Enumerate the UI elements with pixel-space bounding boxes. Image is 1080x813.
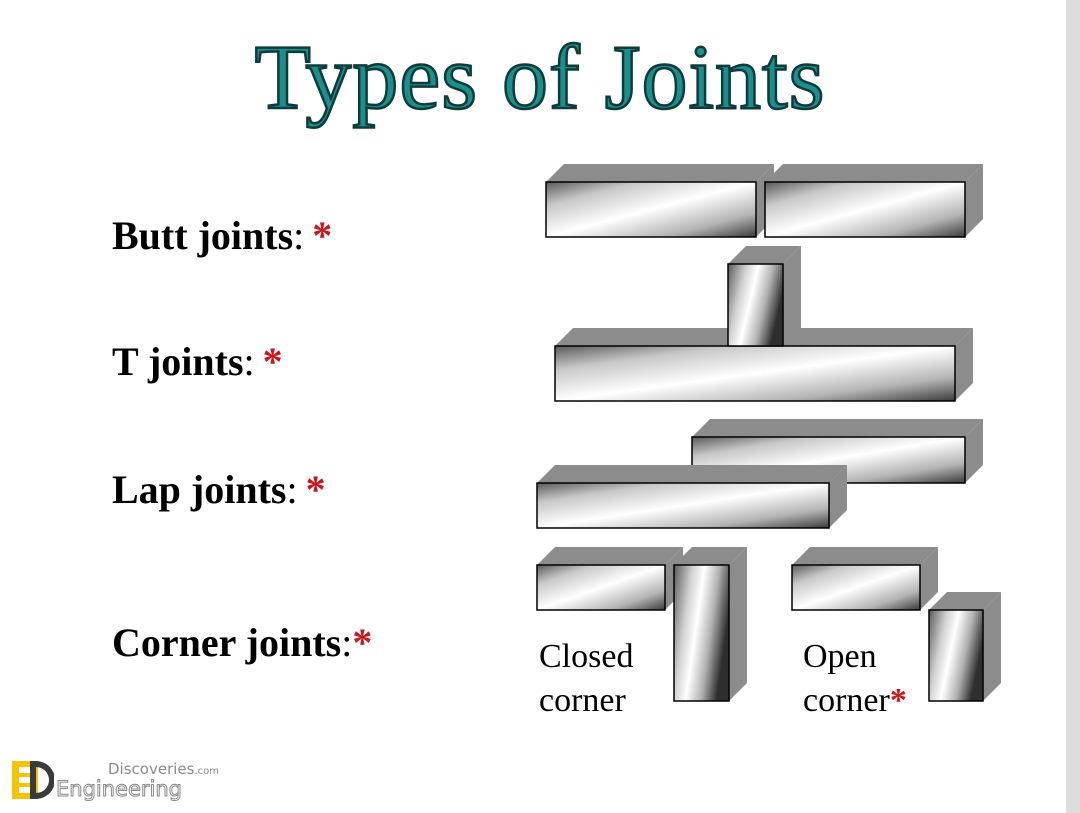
- t-joint-upright-bar: [727, 246, 801, 347]
- lap-joint-bottom-bar: [536, 465, 847, 529]
- closed-corner-diagram: [536, 547, 747, 702]
- watermark-bottom-text: Engineering: [56, 777, 183, 802]
- slide-title: Types of Joints: [253, 25, 826, 130]
- lap-joints-colon: :: [286, 467, 298, 512]
- lap-joint-diagram: [536, 419, 983, 529]
- open-corner-horizontal-bar: [791, 547, 938, 611]
- closed-corner-caption: Closed corner: [539, 635, 633, 723]
- corner-joints-colon: :: [341, 620, 353, 665]
- open-corner-asterisk: *: [889, 682, 907, 719]
- open-corner-vertical-bar: [928, 592, 1001, 702]
- ed-logo-icon: [12, 761, 54, 799]
- corner-joints-asterisk: *: [352, 620, 373, 665]
- t-joints-colon: :: [243, 339, 255, 384]
- open-corner-caption: Open corner*: [803, 635, 907, 723]
- page-right-border: [1066, 0, 1080, 813]
- lap-joints-label: Lap joints:*: [112, 466, 326, 514]
- closed-corner-horizontal-bar: [536, 547, 683, 611]
- t-joints-label: T joints:*: [112, 338, 283, 386]
- butt-joints-asterisk: *: [312, 213, 333, 258]
- watermark-top-word: Discoveries: [108, 760, 195, 778]
- open-corner-diagram: [791, 547, 1001, 702]
- t-joints-asterisk: *: [262, 339, 283, 384]
- t-joint-diagram: [554, 246, 973, 402]
- butt-joint-left-bar: [545, 164, 774, 238]
- watermark-top-text: Discoveries.com: [108, 760, 219, 778]
- open-corner-caption-line2: corner: [803, 682, 890, 719]
- lap-joints-asterisk: *: [305, 467, 326, 512]
- closed-corner-caption-line1: Closed: [539, 638, 634, 675]
- butt-joints-colon: :: [293, 213, 305, 258]
- corner-joints-name: Corner joints: [112, 620, 342, 665]
- butt-joints-name: Butt joints: [112, 213, 294, 258]
- butt-joints-label: Butt joints:*: [112, 212, 332, 260]
- closed-corner-vertical-bar: [673, 547, 747, 702]
- t-joint-base-bar: [554, 328, 973, 402]
- watermark-logo: Discoveries.com Engineering: [10, 756, 250, 806]
- open-corner-caption-line2-wrap: corner*: [803, 679, 907, 723]
- t-joints-name: T joints: [112, 339, 244, 384]
- lap-joints-name: Lap joints: [112, 467, 287, 512]
- butt-joint-diagram: [545, 164, 983, 238]
- open-corner-caption-line1: Open: [803, 638, 877, 675]
- closed-corner-caption-line2: corner: [539, 682, 626, 719]
- butt-joint-right-bar: [764, 164, 983, 238]
- corner-joints-label: Corner joints:*: [112, 619, 372, 667]
- watermark-domain: .com: [194, 766, 219, 777]
